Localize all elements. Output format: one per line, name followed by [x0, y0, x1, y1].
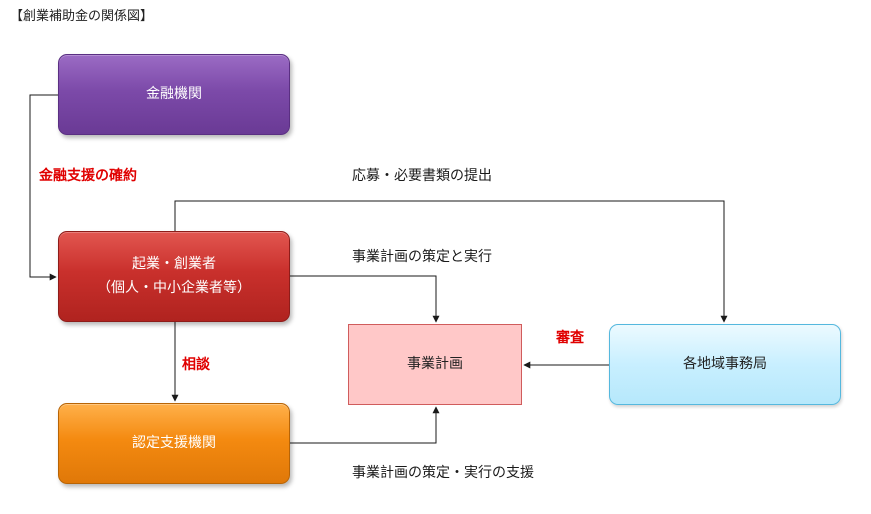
arrow-finance-to-founder	[29, 94, 58, 281]
label-plan-formulation: 事業計画の策定と実行	[352, 249, 492, 265]
label-application: 応募・必要書類の提出	[352, 168, 492, 184]
node-business-plan-label: 事業計画	[407, 355, 463, 372]
label-consultation: 相談	[182, 357, 210, 373]
node-founder-sublabel: （個人・中小企業者等）	[97, 279, 251, 296]
node-founder: 起業・創業者 （個人・中小企業者等）	[58, 231, 290, 322]
arrow-founder-to-office	[174, 200, 728, 323]
node-founder-label: 起業・創業者	[132, 255, 216, 272]
node-regional-office-label: 各地域事務局	[683, 355, 767, 372]
node-certified-support-agency-label: 認定支援機関	[132, 434, 216, 451]
label-plan-support: 事業計画の策定・実行の支援	[352, 465, 534, 481]
node-business-plan: 事業計画	[348, 324, 522, 405]
node-certified-support-agency: 認定支援機関	[58, 403, 290, 484]
node-financial-institution-label: 金融機関	[146, 85, 202, 102]
node-regional-office: 各地域事務局	[609, 324, 841, 405]
label-finance-support: 金融支援の確約	[39, 168, 137, 184]
node-financial-institution: 金融機関	[58, 54, 290, 135]
arrow-founder-to-plan	[290, 275, 440, 323]
arrow-support-to-plan	[290, 406, 440, 444]
label-review: 審査	[556, 330, 584, 346]
diagram-title: 【創業補助金の関係図】	[10, 9, 154, 24]
